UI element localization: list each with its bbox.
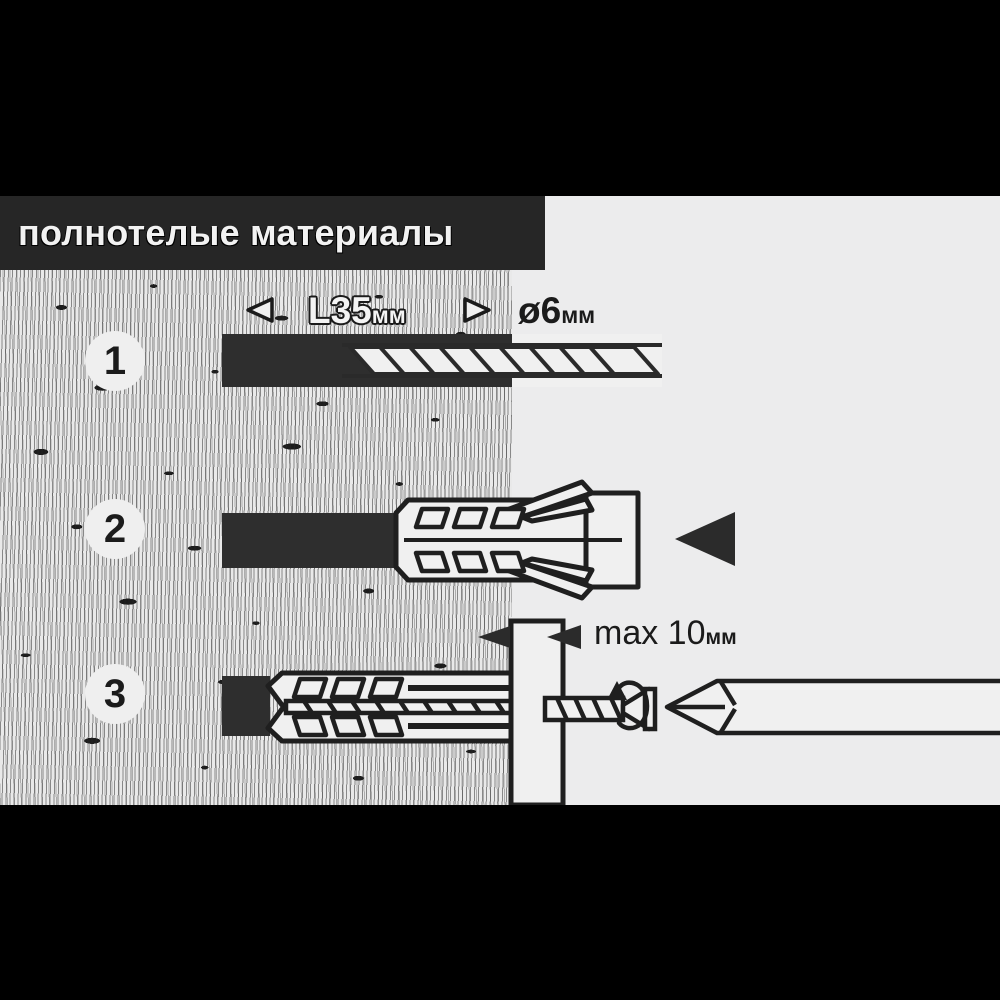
page-title: полнотелые материалы (18, 212, 454, 253)
step-number-3: 3 (103, 672, 127, 716)
step-number-2: 2 (103, 507, 127, 551)
content-panel: полнотелые материалы 1 L35мм ø6мм (0, 196, 1000, 805)
arrow-left-solid-small-icon (478, 626, 510, 648)
diameter-label: ø6мм (518, 290, 596, 331)
step-badge-1: 1 (85, 331, 145, 391)
arrow-left-outline-icon (246, 297, 274, 323)
rotation-arrow-icon (607, 680, 650, 731)
screwdriver-icon (664, 678, 1000, 736)
length-label: L35мм (308, 290, 406, 331)
drill-bit-icon (222, 334, 662, 387)
arrow-left-solid-caret-icon (547, 625, 581, 649)
arrow-right-outline-icon (463, 297, 491, 323)
drilled-hole-2 (222, 513, 397, 568)
thickness-label: max 10мм (594, 614, 737, 652)
header-bar: полнотелые материалы (0, 196, 545, 270)
wall-plug-icon (393, 479, 641, 601)
step-number-1: 1 (103, 339, 127, 383)
wall-plug-expanded-icon (265, 670, 561, 744)
arrow-left-solid-icon (675, 512, 735, 566)
drilled-hole-3 (222, 676, 270, 736)
step-badge-3: 3 (85, 664, 145, 724)
step-badge-2: 2 (85, 499, 145, 559)
